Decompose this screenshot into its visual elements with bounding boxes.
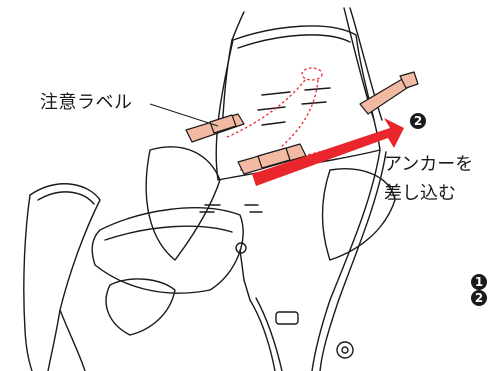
wheel-rear <box>336 341 354 359</box>
bumper-bar <box>29 183 101 371</box>
strap-slot-guide <box>301 67 323 81</box>
rear-leg <box>311 149 381 371</box>
canopy-bracket <box>231 11 245 41</box>
side-guard-left <box>145 146 221 261</box>
insertion-arrow <box>252 118 404 186</box>
rear-frame-right <box>349 7 383 121</box>
seat-cushion <box>91 207 244 294</box>
wheel-hub <box>275 311 299 325</box>
callout-leader-line <box>149 103 219 127</box>
caution-label-callout: 注意ラベル <box>40 92 133 113</box>
harness-post <box>239 249 251 301</box>
strap-route-guide-1 <box>224 79 306 139</box>
step-2-badge-edge: 2 <box>471 290 487 306</box>
anchor-instruction-line-2: 差し込む <box>384 183 456 204</box>
footrest <box>105 278 176 336</box>
anchor-instruction-line-1: アンカーを <box>384 154 474 175</box>
front-leg-right <box>249 299 276 371</box>
anchor-instruction: アンカーを 差し込む <box>384 150 473 208</box>
step-1-badge-edge: 1 <box>471 274 487 290</box>
anchor-strap <box>359 77 411 115</box>
step-2-badge: 2 <box>410 113 426 129</box>
strap-route-guide-2 <box>279 79 319 149</box>
front-leg-left <box>59 309 86 371</box>
side-guard-right <box>321 168 396 261</box>
